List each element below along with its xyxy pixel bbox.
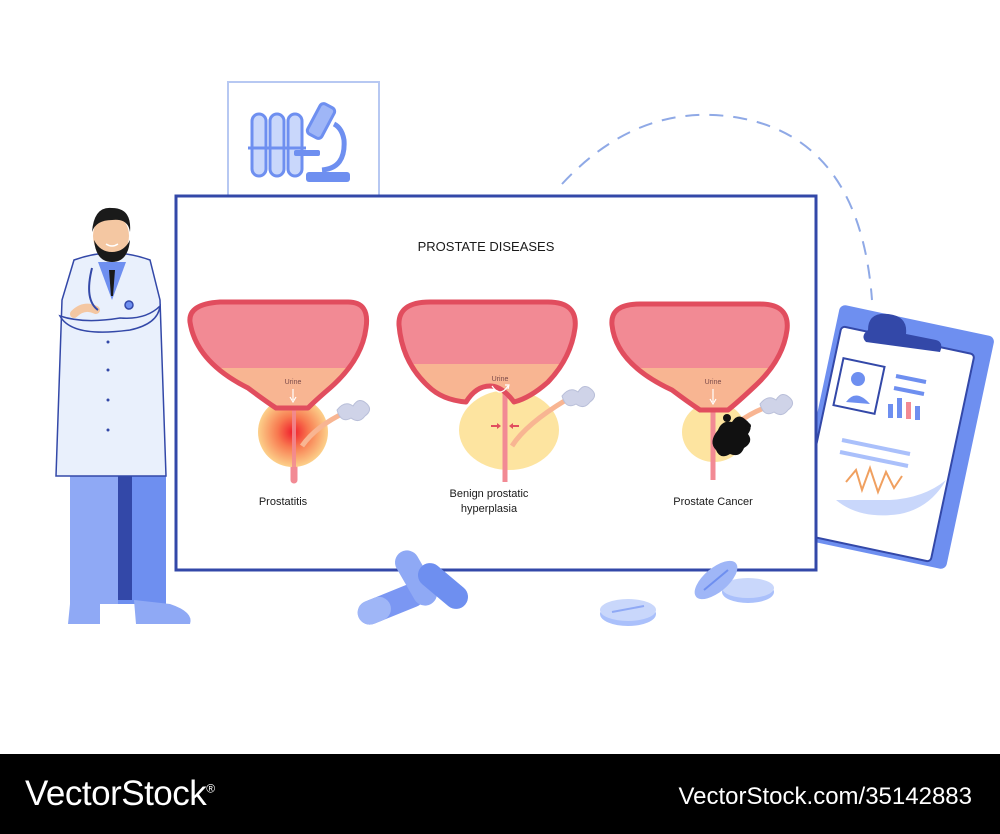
dashed-arc [561,113,873,301]
panel-label-bph-2: hyperplasia [461,503,518,515]
watermark-brand: VectorStock® [25,774,215,813]
tumor [712,416,751,457]
urine-label: Urine [492,376,509,383]
panel-cancer: Urine Prostate Cancer [609,301,794,508]
panel-label-cancer: Prostate Cancer [673,496,753,508]
prostate-enlarged [459,390,559,470]
diagram-title: PROSTATE DISEASES [418,239,555,254]
panel-label-prostatitis: Prostatitis [259,496,308,508]
urine-label: Urine [285,379,302,386]
doctor-figure [55,207,191,624]
lab-icon [227,81,380,197]
clipboard-icon [792,305,994,569]
watermark-footer: VectorStock® VectorStock.com/35142883 [0,754,1000,834]
panel-label-bph-1: Benign prostatic [450,488,529,500]
watermark-reference: VectorStock.com/35142883 [678,783,972,810]
urine-label: Urine [705,379,722,386]
pills [357,550,774,626]
